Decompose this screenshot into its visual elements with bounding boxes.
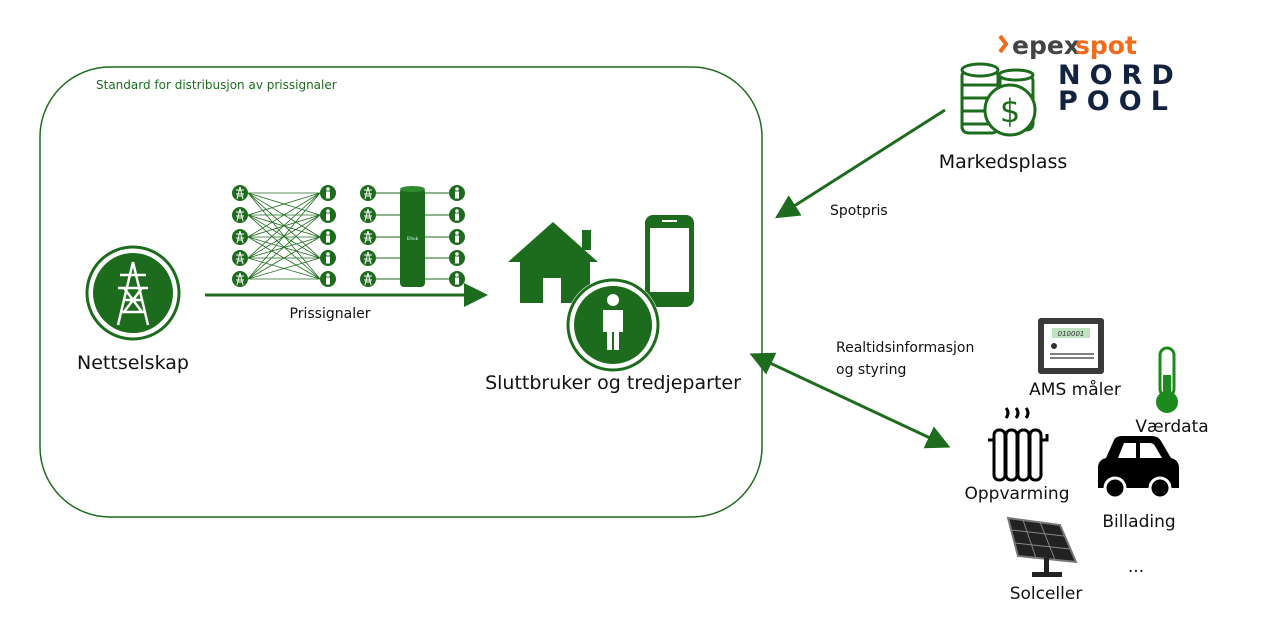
- person-icon: [449, 271, 465, 287]
- mesh-link: [247, 192, 321, 259]
- person-icon: [320, 207, 336, 223]
- mesh-link: [247, 192, 321, 280]
- mesh-link: [247, 257, 321, 280]
- frame-title: Standard for distribusjon av prissignale…: [96, 78, 337, 92]
- pylon-icon: [231, 206, 249, 224]
- svg-text:NORD: NORD: [1058, 60, 1183, 91]
- grid-company-label: Nettselskap: [77, 352, 189, 374]
- hub-cylinder: [400, 188, 425, 287]
- solar-label: Solceller: [1010, 584, 1083, 604]
- spot-price-arrow: [774, 108, 946, 219]
- realtime-label-2: og styring: [836, 362, 906, 378]
- solar-panel-icon: [1006, 516, 1078, 577]
- heating-label: Oppvarming: [965, 484, 1070, 504]
- smartphone-icon: [645, 215, 694, 307]
- pylon-icon: [359, 228, 377, 246]
- grid-company-node: [85, 245, 181, 341]
- marketplace-label: Markedsplass: [939, 151, 1068, 173]
- person-icon: [449, 207, 465, 223]
- meter-display: 010001: [1058, 330, 1085, 338]
- svg-text:POOL: POOL: [1058, 86, 1177, 117]
- person-icon: [449, 229, 465, 245]
- hub-distribution: Elhub: [359, 184, 465, 288]
- weather-label: Værdata: [1135, 417, 1208, 437]
- hub-label: Elhub: [407, 236, 419, 241]
- price-signal-label: Prissignaler: [290, 306, 371, 322]
- pylon-icon: [359, 270, 377, 288]
- pylon-icon: [359, 206, 377, 224]
- radiator-icon: [988, 407, 1049, 482]
- car-icon: [1098, 436, 1179, 500]
- pylon-icon: [231, 184, 249, 202]
- pylon-icon: [93, 253, 173, 333]
- mesh-link: [247, 192, 321, 216]
- nordpool-logo: NORD POOL: [1058, 60, 1183, 117]
- ev-charging-label: Billading: [1102, 512, 1175, 532]
- thermometer-icon: [1156, 346, 1178, 413]
- standard-frame: [39, 66, 763, 518]
- person-icon: [320, 229, 336, 245]
- end-user-label: Sluttbruker og tredjeparter: [485, 372, 741, 394]
- person-icon: [320, 271, 336, 287]
- svg-text:spot: spot: [1075, 31, 1137, 60]
- person-icon: [449, 185, 465, 201]
- realtime-arrow: [749, 352, 951, 449]
- coins-icon: $: [960, 62, 1037, 137]
- pylon-icon: [231, 249, 249, 267]
- house-icon: [508, 222, 598, 303]
- pylon-icon: [231, 270, 249, 288]
- person-icon: [320, 250, 336, 266]
- more-devices-ellipsis: ...: [1128, 557, 1144, 577]
- person-icon: [449, 250, 465, 266]
- svg-text:$: $: [1000, 92, 1020, 130]
- end-user-node: [566, 278, 660, 372]
- mesh-link: [247, 214, 321, 280]
- pylon-icon: [231, 228, 249, 246]
- realtime-label-1: Realtidsinformasjon: [836, 340, 974, 356]
- meter-label: AMS måler: [1029, 379, 1121, 400]
- pylon-icon: [359, 249, 377, 267]
- smart-meter-icon: 010001: [1038, 318, 1104, 374]
- svg-text:epex: epex: [1012, 31, 1080, 60]
- epexspot-logo: epex spot: [998, 31, 1137, 60]
- mesh-link: [247, 192, 321, 238]
- spot-price-label: Spotpris: [830, 203, 888, 219]
- person-icon: [320, 185, 336, 201]
- pylon-icon: [359, 184, 377, 202]
- mesh-link: [247, 236, 321, 280]
- point-to-point-mesh: [231, 184, 336, 288]
